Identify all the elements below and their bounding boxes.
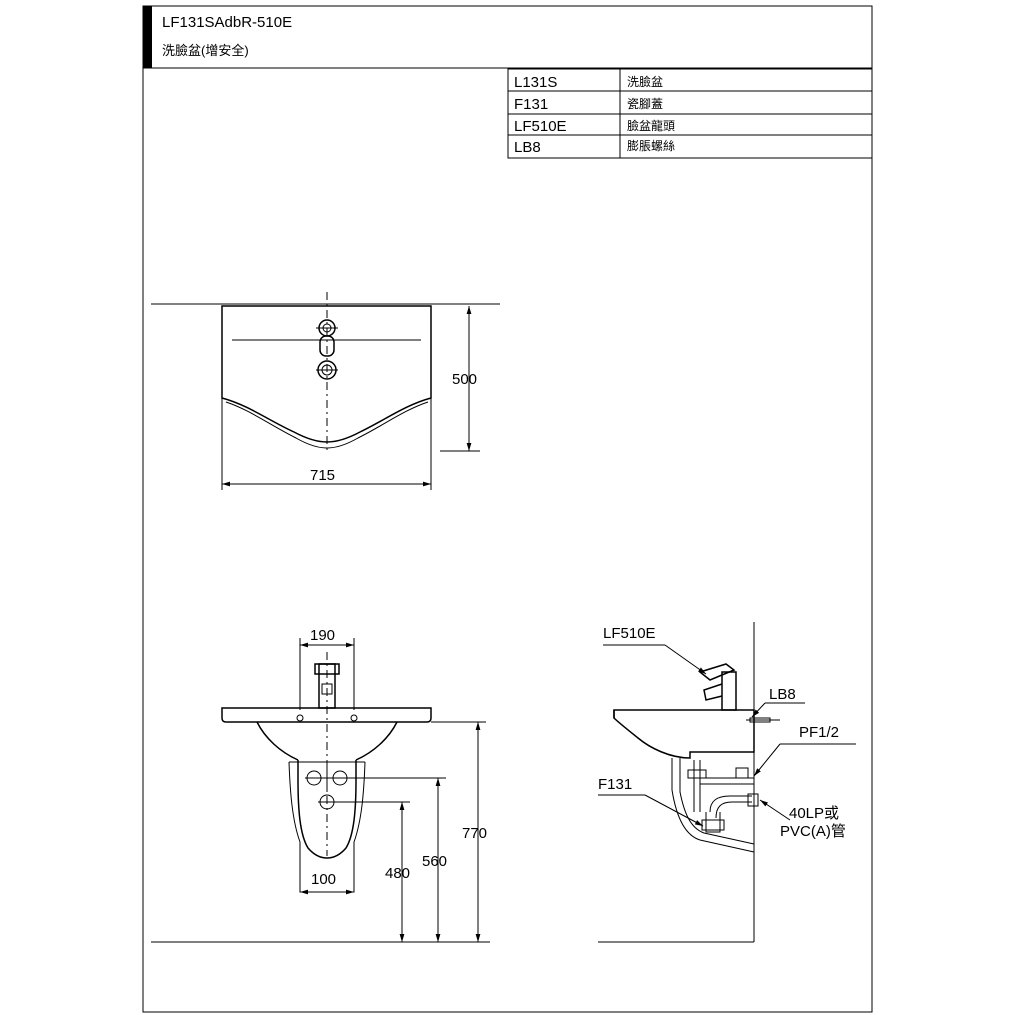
basin-depth-dimension: 500: [452, 371, 477, 388]
model-number: LF131SAdbR-510E: [162, 14, 292, 31]
rim-height-dimension: 770: [462, 825, 487, 842]
side-view: LF510E LB8 PF1/2 F131 40LP或 PVC(A)管: [598, 622, 856, 943]
part-name: 臉盆龍頭: [627, 118, 675, 133]
drain-pipe-callout-line2: PVC(A)管: [780, 823, 846, 840]
drain-height-dimension: 480: [385, 865, 410, 882]
basin-width-dimension: 715: [310, 467, 335, 484]
part-name: 膨脹螺絲: [627, 138, 675, 153]
drain-pipe-callout-line1: 40LP或: [789, 805, 839, 822]
faucet-callout: LF510E: [603, 625, 656, 642]
supply-height-dimension: 560: [422, 853, 447, 870]
part-name: 洗臉盆: [627, 74, 663, 89]
part-code: F131: [514, 96, 548, 113]
front-view: 190 100 480 560 770: [151, 627, 490, 943]
supply-pipe-callout: PF1/2: [799, 724, 839, 741]
part-name: 瓷腳蓋: [627, 97, 663, 111]
product-description: 洗臉盆(增安全): [162, 43, 249, 58]
anchor-bolt-callout: LB8: [769, 686, 796, 703]
pedestal-width-dimension: 100: [311, 871, 336, 888]
top-view: 715 500: [151, 292, 500, 490]
part-code: LF510E: [514, 118, 567, 135]
part-code: L131S: [514, 74, 557, 91]
parts-table: L131S 洗臉盆 F131 瓷腳蓋 LF510E 臉盆龍頭 LB8 膨脹螺絲: [507, 68, 873, 159]
part-code: LB8: [514, 139, 541, 156]
title-block: LF131SAdbR-510E 洗臉盆(增安全): [162, 14, 292, 58]
faucet-spacing-dimension: 190: [310, 627, 335, 644]
sheet-frame: [142, 5, 873, 1013]
pedestal-callout: F131: [598, 776, 632, 793]
